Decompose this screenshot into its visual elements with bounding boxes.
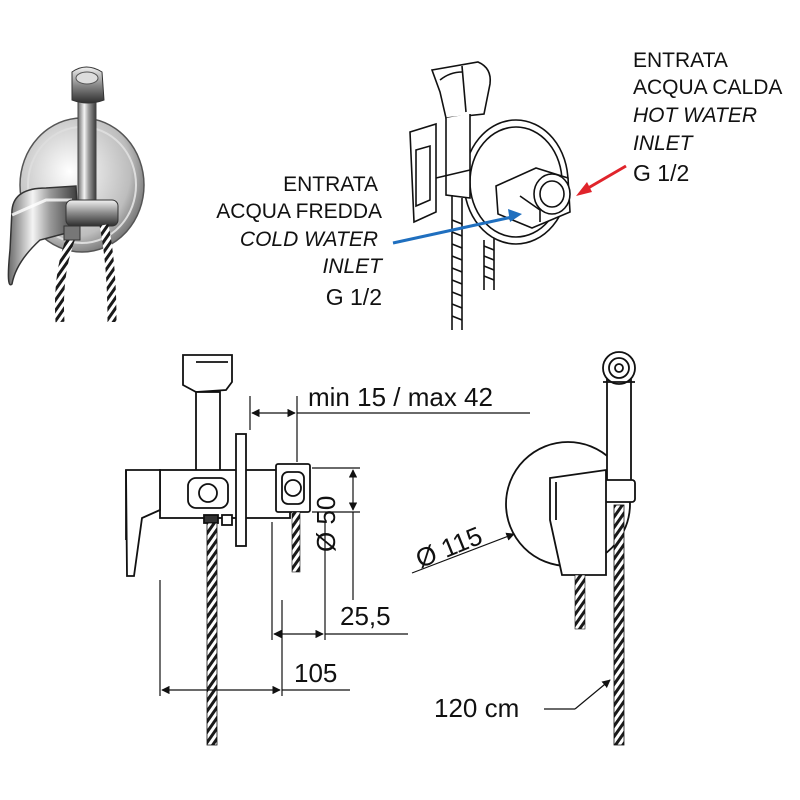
cold-inlet-line3: COLD WATER xyxy=(239,228,378,251)
wall-depth-label: min 15 / max 42 xyxy=(308,382,493,412)
front-hose xyxy=(613,504,625,746)
hot-inlet-line4: INLET xyxy=(633,132,693,155)
hot-inlet-thread: G 1/2 xyxy=(633,160,690,186)
cold-inlet-line4: INLET xyxy=(322,255,382,278)
hot-inlet-line2: ACQUA CALDA xyxy=(633,76,783,99)
hose-length-label: 120 cm xyxy=(434,693,520,723)
cold-inlet-line1: ENTRATA xyxy=(283,173,378,196)
hot-water-arrow xyxy=(582,164,627,193)
side-view-drawing-icon xyxy=(125,354,311,577)
front-view-drawing-icon xyxy=(505,351,636,576)
cold-water-arrowhead xyxy=(508,209,522,222)
exploded-valve-icon xyxy=(409,61,571,330)
dimension-lines xyxy=(159,396,530,696)
hot-inlet-line1: ENTRATA xyxy=(633,49,728,72)
side-hose xyxy=(206,522,218,746)
side-pipe xyxy=(291,511,301,573)
front-pipe xyxy=(574,574,586,630)
bidet-spray-photo-icon xyxy=(7,66,145,323)
cold-inlet-thread: G 1/2 xyxy=(325,284,382,310)
body-offset-label: 25,5 xyxy=(340,601,391,631)
hot-water-arrowhead xyxy=(576,182,592,196)
cold-inlet-line2: ACQUA FREDDA xyxy=(216,200,382,223)
hose-leader-arrow xyxy=(574,679,611,710)
diameter-leader xyxy=(411,532,515,574)
body-height-label: Ø 50 xyxy=(311,495,341,552)
cold-water-arrow xyxy=(392,215,513,245)
hot-inlet-line3: HOT WATER xyxy=(633,104,758,127)
total-depth-label: 105 xyxy=(294,658,338,688)
